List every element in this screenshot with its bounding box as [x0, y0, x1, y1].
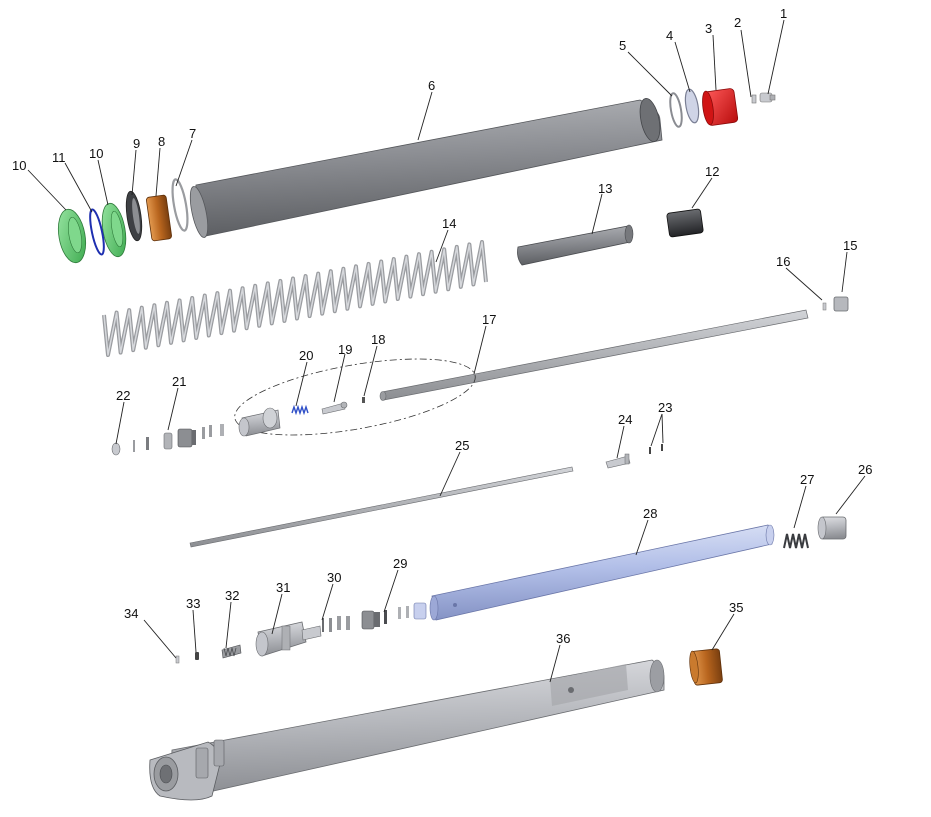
spring-coil-highlight: [103, 241, 487, 356]
o-ring-33: [195, 652, 199, 660]
callout-25: 25: [455, 438, 469, 453]
small-pin-part: [751, 94, 757, 104]
callout-9: 9: [133, 136, 140, 151]
damper-rod: [379, 309, 809, 401]
dark-washer-hole: [132, 198, 140, 234]
leader-lines: [27, 19, 866, 683]
callout-18: 18: [371, 332, 385, 347]
washer-part: [684, 88, 700, 124]
callout-3: 3: [705, 21, 712, 36]
main-spring: [102, 240, 488, 357]
small-clip-23a: [649, 447, 651, 454]
callout-26: 26: [858, 462, 872, 477]
callout-10-right: 10: [89, 146, 103, 161]
blue-wire-ring: [89, 208, 105, 256]
callout-22: 22: [116, 388, 130, 403]
outer-tube: [189, 97, 663, 238]
bronze-bushing-lower: [689, 648, 723, 686]
small-part-34: [175, 655, 180, 664]
callout-20: 20: [299, 348, 313, 363]
callout-30: 30: [327, 570, 341, 585]
o-ring-part: [669, 92, 683, 128]
small-blue-spring: [291, 404, 309, 416]
callout-29: 29: [393, 556, 407, 571]
callout-28: 28: [643, 506, 657, 521]
inner-tube: [429, 524, 775, 621]
callout-24: 24: [618, 412, 632, 427]
callout-17: 17: [482, 312, 496, 327]
valve-body-part: [238, 407, 281, 437]
callout-33: 33: [186, 596, 200, 611]
callout-34: 34: [124, 606, 138, 621]
callout-6: 6: [428, 78, 435, 93]
callout-32: 32: [225, 588, 239, 603]
callout-labels: 1 2 3 4 5 6 7 8 9 10 11 10 12 13 14 15 1…: [12, 6, 872, 646]
damper-tube-part: [517, 224, 634, 266]
piston-stack-21: [111, 424, 224, 456]
callout-16: 16: [776, 254, 790, 269]
callout-31: 31: [276, 580, 290, 595]
callout-13: 13: [598, 181, 612, 196]
circlip-part: [171, 178, 189, 232]
callout-2: 2: [734, 15, 741, 30]
base-valve-stack: [322, 602, 427, 632]
callout-19: 19: [338, 342, 352, 357]
callout-36: 36: [556, 631, 570, 646]
needle-pin-part: [321, 401, 348, 415]
dark-spacer-part: [666, 208, 704, 238]
lower-fork-leg: [149, 659, 665, 801]
small-part-16: [822, 302, 827, 311]
callout-12: 12: [705, 164, 719, 179]
adjuster-screw: [221, 644, 242, 659]
callout-1: 1: [780, 6, 787, 21]
nut-part: [833, 296, 849, 312]
subassembly-outline: [234, 358, 476, 436]
callout-35: 35: [729, 600, 743, 615]
callout-14: 14: [442, 216, 456, 231]
tiny-ring-18: [362, 397, 365, 403]
callout-4: 4: [666, 28, 673, 43]
callout-5: 5: [619, 38, 626, 53]
green-seal-right: [101, 202, 127, 258]
end-cap-26: [817, 516, 847, 540]
thin-rod: [189, 466, 574, 548]
parts-layer: [57, 88, 849, 801]
callout-21: 21: [172, 374, 186, 389]
red-top-cap: [702, 88, 739, 126]
callout-10-left: 10: [12, 158, 26, 173]
screw-part: [759, 92, 776, 103]
callout-8: 8: [158, 134, 165, 149]
small-spring-27: [783, 533, 809, 549]
callout-11: 11: [52, 150, 66, 165]
bronze-bushing-upper: [146, 194, 172, 242]
callout-7: 7: [189, 126, 196, 141]
callout-15: 15: [843, 238, 857, 253]
small-clip-23b: [661, 444, 663, 451]
check-valve-part: [605, 453, 631, 469]
green-seal-left: [57, 208, 87, 264]
callout-27: 27: [800, 472, 814, 487]
compression-valve-body: [255, 621, 322, 657]
callout-23: 23: [658, 400, 672, 415]
